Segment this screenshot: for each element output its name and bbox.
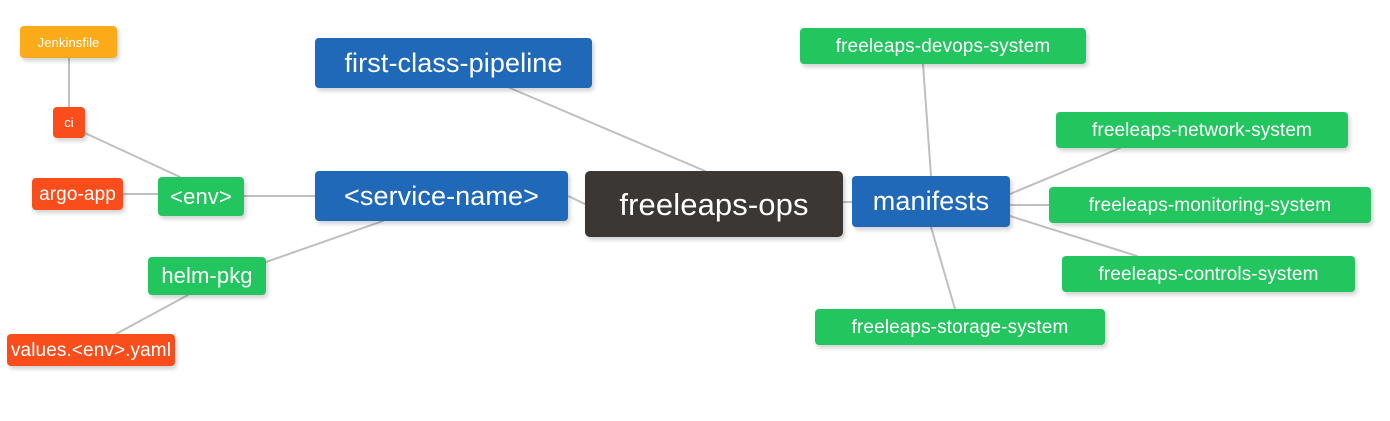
edge-helm-pkg-to-values-env-yaml	[115, 294, 189, 335]
mindmap-node-freeleaps-devops-system[interactable]: freeleaps-devops-system	[800, 28, 1086, 64]
mindmap-node-values-env-yaml[interactable]: values.<env>.yaml	[7, 334, 175, 366]
mindmap-node-freeleaps-storage-system[interactable]: freeleaps-storage-system	[815, 309, 1105, 345]
mindmap-node-manifests[interactable]: manifests	[852, 176, 1010, 227]
edge-manifests-to-freeleaps-storage-system	[930, 226, 956, 310]
mindmap-node-freeleaps-network-system[interactable]: freeleaps-network-system	[1056, 112, 1348, 148]
mindmap-node-freeleaps-monitoring-system[interactable]: freeleaps-monitoring-system	[1049, 187, 1371, 223]
edge-freeleaps-ops-to-service-name	[567, 195, 586, 205]
edge-env-to-ci	[84, 132, 181, 178]
mindmap-node-helm-pkg[interactable]: helm-pkg	[148, 257, 266, 295]
mindmap-node-jenkinsfile[interactable]: Jenkinsfile	[20, 26, 117, 58]
mindmap-node-ci[interactable]: ci	[53, 107, 85, 138]
mindmap-node-freeleaps-ops[interactable]: freeleaps-ops	[585, 171, 843, 237]
edge-freeleaps-ops-to-first-class-pipeline	[509, 87, 706, 172]
mindmap-node-service-name[interactable]: <service-name>	[315, 171, 568, 221]
edge-manifests-to-freeleaps-devops-system	[922, 63, 932, 177]
mindmap-node-env[interactable]: <env>	[158, 177, 244, 216]
mindmap-node-argo-app[interactable]: argo-app	[32, 178, 123, 210]
mindmap-node-first-class-pipeline[interactable]: first-class-pipeline	[315, 38, 592, 88]
edge-service-name-to-helm-pkg	[265, 220, 384, 263]
mindmap-node-freeleaps-controls-system[interactable]: freeleaps-controls-system	[1062, 256, 1355, 292]
